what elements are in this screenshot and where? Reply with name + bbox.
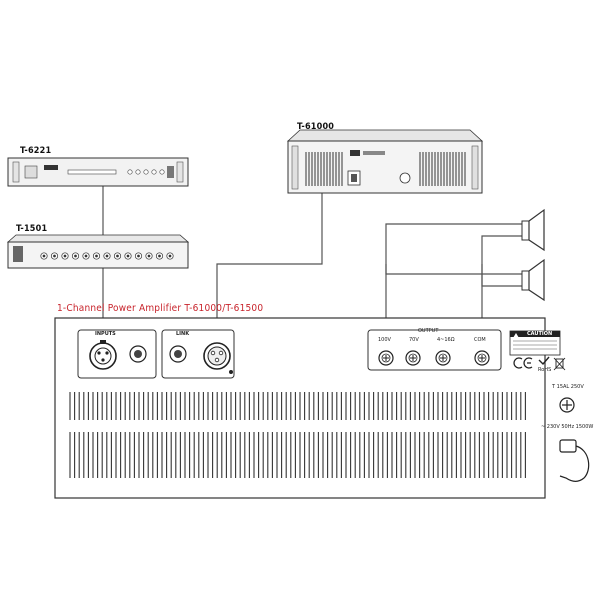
binding-post-icon[interactable]	[378, 350, 394, 366]
xlr-female-icon	[89, 340, 117, 370]
device-t61000	[286, 129, 484, 194]
jack-icon	[129, 345, 147, 363]
rohs-mark-icon: RoHS	[538, 356, 551, 373]
tap-label-70v: 70V	[409, 337, 419, 343]
binding-post-icon[interactable]	[405, 350, 421, 366]
cable-speaker2-com	[481, 264, 522, 287]
model-t6221: T-6221	[20, 146, 52, 156]
xlr-male-icon	[203, 342, 233, 374]
device-t1501	[6, 234, 190, 269]
fuse-label: T 15AL 250V	[552, 384, 584, 390]
caution-label: CAUTION	[527, 331, 553, 337]
jack-icon	[169, 345, 187, 363]
inputs-label: INPUTS	[95, 331, 116, 337]
speaker-1	[521, 208, 545, 252]
speaker-2	[521, 258, 545, 302]
ce-mark-icon	[513, 357, 533, 369]
link-label: LINK	[176, 331, 190, 337]
cable-61000-to-link	[216, 193, 323, 340]
model-t1501: T-1501	[16, 224, 48, 234]
rear-panel: RoHS	[54, 317, 590, 499]
model-t61000: T-61000	[297, 122, 335, 132]
device-t6221	[7, 157, 189, 187]
tap-label-com: COM	[474, 337, 486, 343]
output-label: OUTPUT	[418, 328, 439, 334]
cable-speaker1	[385, 223, 522, 340]
binding-post-icon[interactable]	[474, 350, 490, 366]
connection-lines	[102, 186, 522, 340]
caution-label-icon	[509, 330, 561, 356]
cable-speaker2-tap	[481, 235, 522, 340]
output-box	[367, 329, 502, 371]
binding-post-icon[interactable]	[435, 350, 451, 366]
tap-label-4-16: 4~16Ω	[437, 337, 455, 343]
ventilation-grille	[69, 392, 526, 478]
power-cord-icon	[559, 439, 590, 482]
tap-label-100v: 100V	[378, 337, 391, 343]
weee-bin-icon	[553, 357, 566, 371]
svg-text:RoHS: RoHS	[538, 367, 551, 373]
power-label: ~ 230V 50Hz 1500W	[541, 424, 594, 430]
cable-speaker2	[385, 264, 522, 275]
panel-title: 1-Channel Power Amplifier T-61000/T-6150…	[57, 303, 264, 314]
fuse-icon	[559, 397, 575, 413]
